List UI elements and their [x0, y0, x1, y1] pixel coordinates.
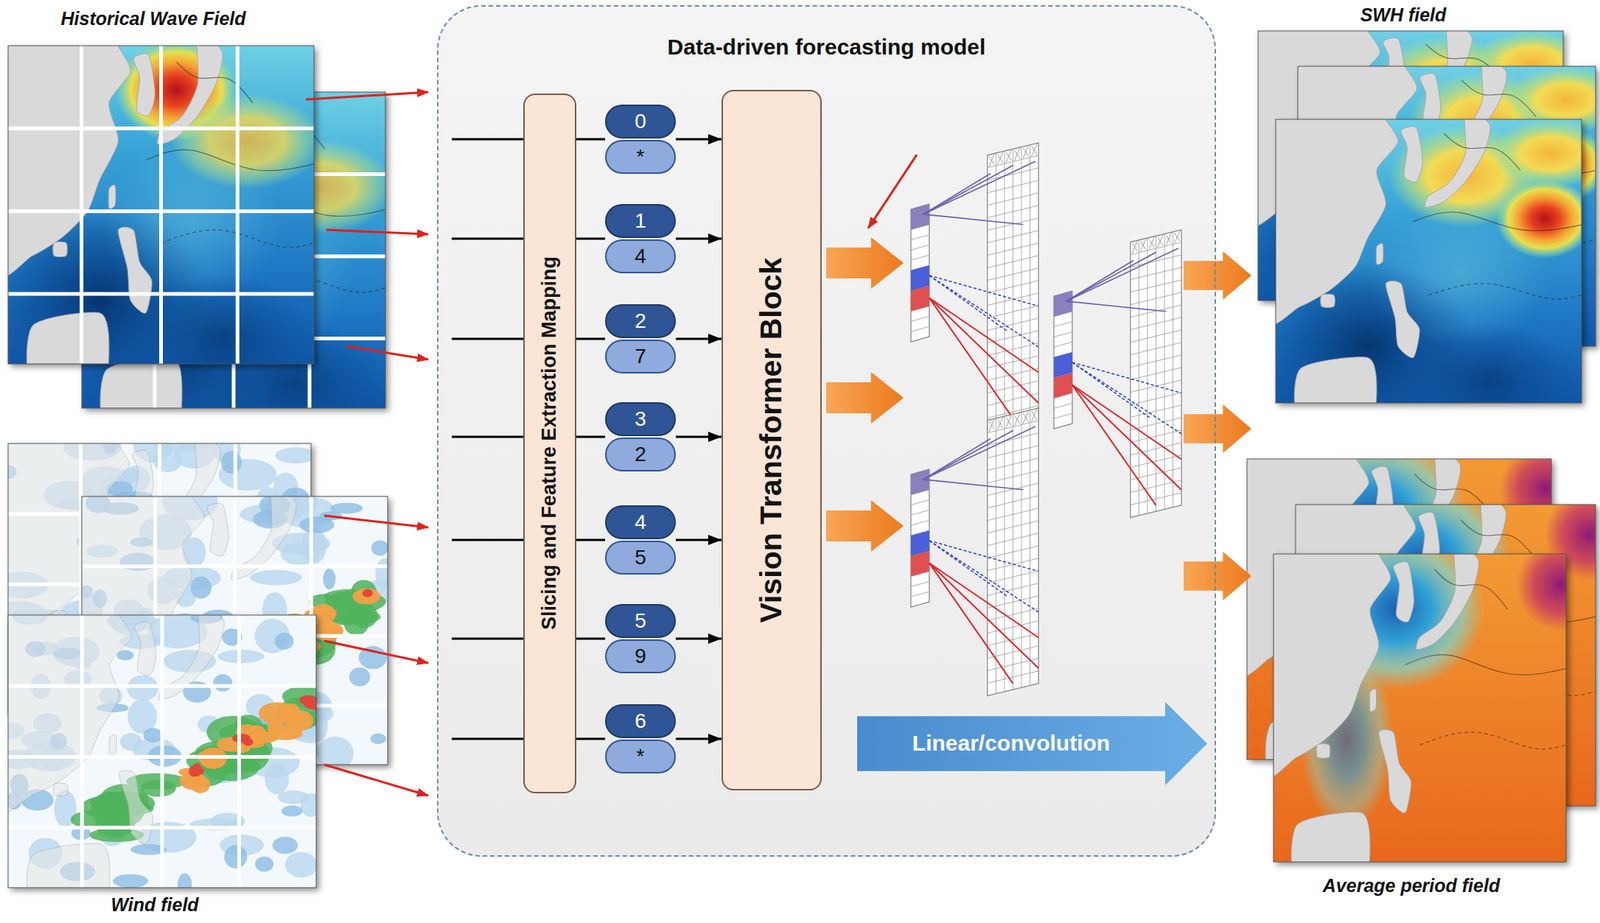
token-label: 5	[634, 546, 647, 570]
orange-arrow	[826, 372, 904, 424]
token-index: 4	[605, 505, 676, 540]
connector-arrow	[675, 539, 722, 542]
panel-title: Data-driven forecasting model	[438, 34, 1215, 61]
orange-arrow	[826, 237, 904, 289]
orange-arrow	[1183, 552, 1252, 601]
connector-arrow	[675, 338, 722, 341]
token-value: 9	[605, 639, 676, 674]
arrow-label: Linear/convolution	[912, 731, 1110, 757]
feed-line	[451, 638, 524, 641]
token-value: 2	[605, 437, 676, 472]
feed-line	[451, 738, 524, 741]
block-label: Vision Transformer Block	[753, 257, 789, 624]
map-panel	[1251, 526, 1600, 892]
token-label: 7	[634, 344, 647, 369]
orange-arrow	[1183, 251, 1252, 300]
attention-grid	[910, 142, 1039, 431]
map-panel	[0, 591, 345, 914]
feed-line	[576, 238, 606, 241]
feed-line	[576, 539, 606, 542]
feed-line	[451, 238, 524, 241]
map-panel	[1252, 93, 1600, 438]
token-value: 7	[605, 339, 676, 374]
label-anchor: Wind field	[110, 894, 199, 917]
block-label: Slicing and Feature Extraction Mapping	[538, 256, 561, 631]
token-label: 2	[634, 442, 647, 467]
label-anchor: Average period field	[1322, 875, 1500, 897]
orange-arrow	[826, 500, 904, 553]
red-arrow	[305, 92, 429, 100]
red-arrow	[868, 154, 917, 229]
token-index: 3	[605, 402, 676, 437]
linear-arrow: Linear/convolution	[857, 702, 1208, 786]
token-index: 5	[605, 604, 676, 639]
field-label: Average period field	[1322, 875, 1500, 897]
connector-arrow	[675, 436, 722, 439]
feed-line	[451, 138, 524, 141]
feed-line	[451, 338, 524, 341]
token-index: 0	[605, 104, 676, 139]
token-value: 5	[605, 540, 676, 575]
token-label: 0	[634, 109, 647, 134]
feed-line	[576, 338, 606, 341]
red-arrow	[346, 346, 429, 360]
token-label: 6	[634, 709, 647, 734]
token-label: 3	[634, 407, 647, 432]
process-block: Slicing and Feature Extraction Mapping	[523, 93, 577, 794]
feed-line	[576, 436, 606, 439]
token-value: 4	[605, 239, 676, 274]
field-label: SWH field	[1360, 4, 1447, 26]
process-block: Vision Transformer Block	[721, 89, 822, 791]
model-panel-fill	[437, 5, 1217, 858]
token-value: *	[605, 140, 676, 174]
token-label: 2	[634, 309, 647, 334]
map-panel	[0, 16, 330, 403]
field-label: Historical Wave Field	[60, 8, 246, 30]
orange-arrow	[1183, 404, 1252, 454]
token-label: 9	[634, 644, 647, 669]
token-value: *	[605, 739, 676, 774]
token-index: 1	[605, 204, 676, 239]
token-label: 4	[634, 244, 647, 269]
feed-line	[451, 539, 524, 542]
attention-grid	[910, 408, 1039, 696]
model-container: Slicing and Feature Extraction Mapping 0 *…	[437, 5, 1217, 858]
red-arrow	[324, 764, 429, 796]
attention-grid	[1053, 229, 1182, 518]
label-anchor: Historical Wave Field	[60, 8, 246, 30]
token-label: *	[636, 745, 645, 769]
feed-line	[451, 436, 524, 439]
connector-arrow	[675, 738, 722, 741]
feed-line	[576, 138, 606, 141]
token-index: 6	[605, 704, 676, 739]
connector-arrow	[675, 138, 722, 141]
red-arrow	[324, 515, 429, 528]
red-arrow	[326, 229, 429, 235]
connector-arrow	[675, 238, 722, 241]
token-label: 5	[634, 609, 647, 634]
feed-line	[576, 738, 606, 741]
token-label: 1	[634, 209, 647, 233]
field-label: Wind field	[110, 894, 199, 917]
token-label: 4	[634, 510, 647, 535]
token-index: 2	[605, 304, 676, 339]
feed-line	[576, 638, 606, 641]
label-anchor: SWH field	[1360, 4, 1447, 26]
connector-arrow	[675, 638, 722, 641]
token-label: *	[636, 145, 645, 169]
red-arrow	[324, 641, 429, 664]
